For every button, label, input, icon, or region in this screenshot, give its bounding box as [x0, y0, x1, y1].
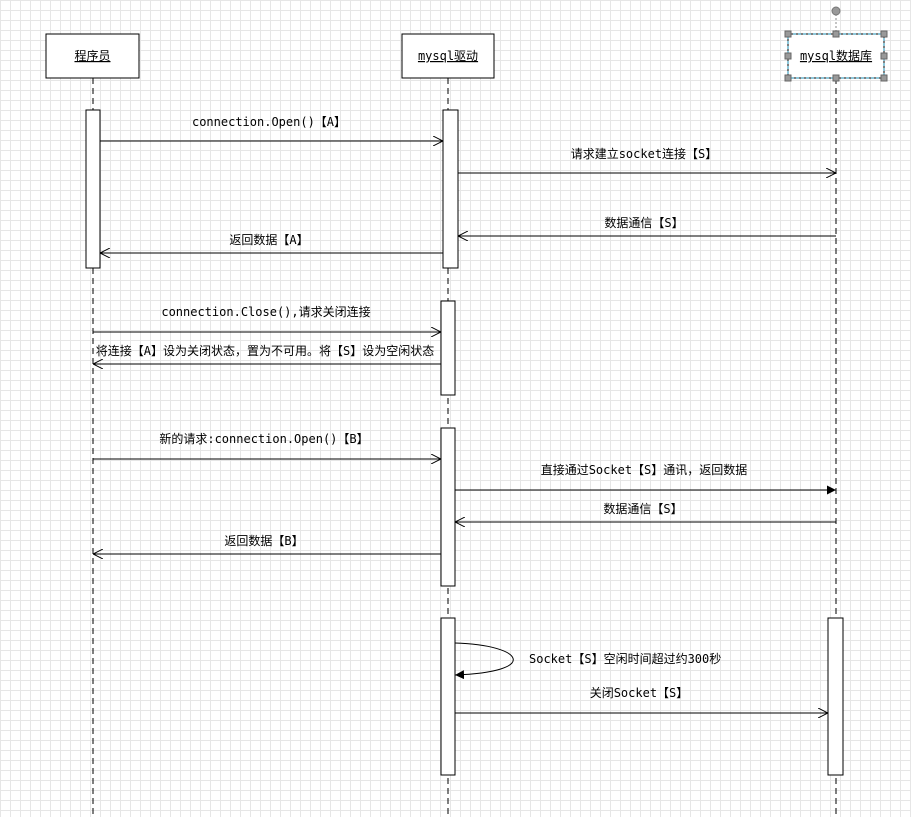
message-close-socket-label: 关闭Socket【S】 [590, 686, 689, 700]
message-data-comm-2-label: 数据通信【S】 [603, 501, 682, 516]
resize-handle-ml[interactable] [784, 52, 792, 60]
message-direct-socket-label: 直接通过Socket【S】通讯，返回数据 [541, 462, 748, 477]
activation-driver-1[interactable] [442, 109, 459, 269]
message-return-a[interactable]: 返回数据【A】 [100, 232, 443, 253]
message-self-idle-timeout[interactable]: Socket【S】空闲时间超过约300秒 [454, 642, 721, 680]
message-self-idle-timeout-label: Socket【S】空闲时间超过约300秒 [529, 651, 721, 666]
message-set-idle[interactable]: 将连接【A】设为关闭状态，置为不可用。将【S】设为空闲状态 [93, 343, 441, 364]
participant-programmer-label: 程序员 [74, 48, 110, 63]
resize-handle-br[interactable] [880, 74, 888, 82]
resize-handle-bl[interactable] [784, 74, 792, 82]
message-close[interactable]: connection.Close(),请求关闭连接 [93, 304, 441, 332]
activation-driver-2[interactable] [440, 300, 456, 396]
participant-database-label: mysql数据库 [800, 48, 872, 63]
message-close-label: connection.Close(),请求关闭连接 [161, 304, 370, 319]
resize-handle-tm[interactable] [832, 30, 840, 38]
activation-programmer[interactable] [85, 109, 101, 269]
activation-driver-4[interactable] [440, 617, 456, 776]
message-close-socket[interactable]: 关闭Socket【S】 [455, 686, 828, 713]
message-open-b[interactable]: 新的请求:connection.Open()【B】 [93, 431, 441, 459]
message-return-b[interactable]: 返回数据【B】 [93, 533, 441, 554]
message-set-idle-label: 将连接【A】设为关闭状态，置为不可用。将【S】设为空闲状态 [96, 343, 434, 358]
activation-driver-3[interactable] [440, 427, 456, 587]
activation-database[interactable] [827, 617, 844, 776]
participant-database[interactable]: mysql数据库 [787, 33, 885, 79]
participant-programmer[interactable]: 程序员 [45, 33, 140, 79]
resize-handle-tr[interactable] [880, 30, 888, 38]
participant-driver-label: mysql驱动 [418, 49, 478, 63]
message-return-b-label: 返回数据【B】 [224, 533, 303, 548]
rotation-handle[interactable] [831, 6, 841, 16]
message-return-a-label: 返回数据【A】 [229, 232, 308, 247]
resize-handle-tl[interactable] [784, 30, 792, 38]
message-data-comm-2[interactable]: 数据通信【S】 [455, 501, 836, 522]
resize-handle-bm[interactable] [832, 74, 840, 82]
message-direct-socket[interactable]: 直接通过Socket【S】通讯，返回数据 [455, 462, 836, 495]
message-open-b-label: 新的请求:connection.Open()【B】 [159, 431, 368, 446]
message-connect-socket-label: 请求建立socket连接【S】 [571, 146, 718, 161]
message-data-comm-1[interactable]: 数据通信【S】 [458, 215, 836, 236]
message-connect-socket[interactable]: 请求建立socket连接【S】 [458, 146, 836, 173]
message-open-a-label: connection.Open()【A】 [192, 115, 346, 129]
selection-frame [784, 6, 888, 82]
message-data-comm-1-label: 数据通信【S】 [604, 215, 683, 230]
message-open-a[interactable]: connection.Open()【A】 [100, 115, 443, 141]
participant-driver[interactable]: mysql驱动 [401, 33, 495, 79]
resize-handle-mr[interactable] [880, 52, 888, 60]
